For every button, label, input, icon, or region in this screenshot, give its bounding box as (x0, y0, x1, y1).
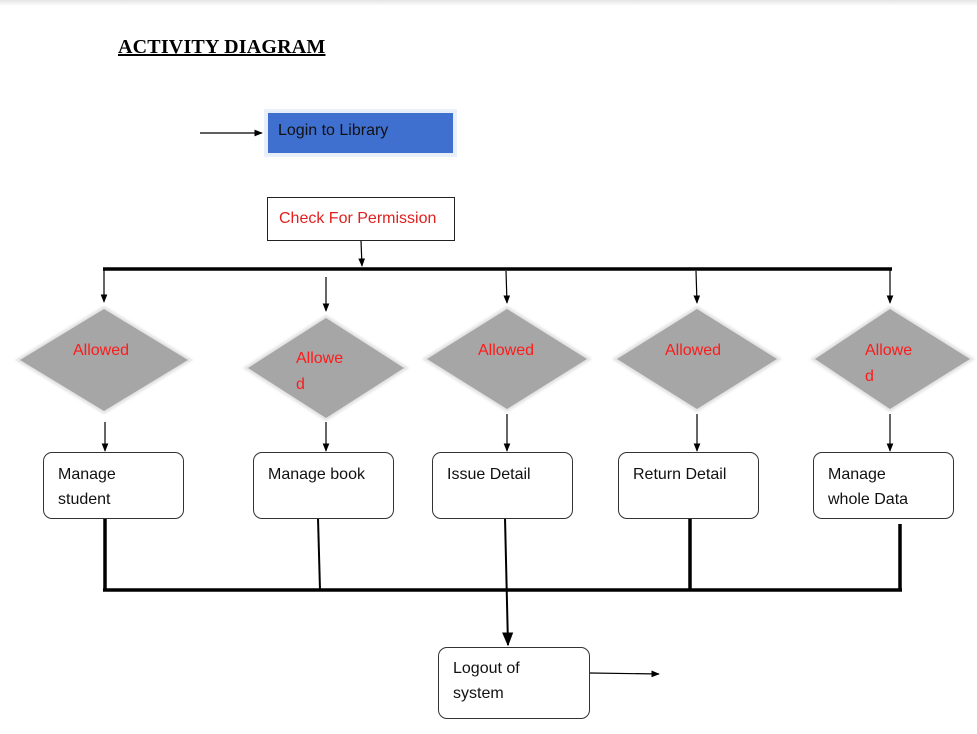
login-node: Login to Library (266, 111, 455, 155)
issue-to-logout-arrow (502, 517, 514, 647)
decision-label-4: Allowed (665, 342, 722, 359)
top-shade (0, 0, 977, 6)
decision-diamond-2-fill (248, 318, 404, 418)
decision-label-1: Allowed (73, 342, 130, 359)
check-permission-label: Check For Permission (279, 210, 437, 227)
decision-diamond-3-fill (427, 309, 587, 409)
decision-diamond-4-fill (617, 309, 777, 409)
fork-arrow-4 (693, 270, 701, 304)
login-label: Login to Library (278, 122, 389, 139)
action-manage-book: Manage book (253, 452, 394, 519)
action-manage-whole-data: Manage whole Data (813, 452, 954, 519)
end-arrow (589, 670, 660, 678)
decision-diamonds (15, 306, 975, 421)
diagram-title: ACTIVITY DIAGRAM (118, 36, 326, 58)
action-return-detail: Return Detail (618, 452, 759, 519)
action-issue-detail: Issue Detail (432, 452, 573, 519)
fork-arrow-3 (503, 270, 511, 304)
action-manage-student: Manage student (43, 452, 184, 519)
check-to-fork-arrow (358, 240, 366, 267)
decision-label-3: Allowed (478, 342, 535, 359)
logout-node: Logout of system (438, 647, 590, 719)
decision-diamond-1-fill (20, 309, 188, 411)
check-permission-node: Check For Permission (267, 197, 455, 241)
decision-diamond-5-fill (815, 309, 970, 409)
join-line-2 (317, 517, 321, 591)
